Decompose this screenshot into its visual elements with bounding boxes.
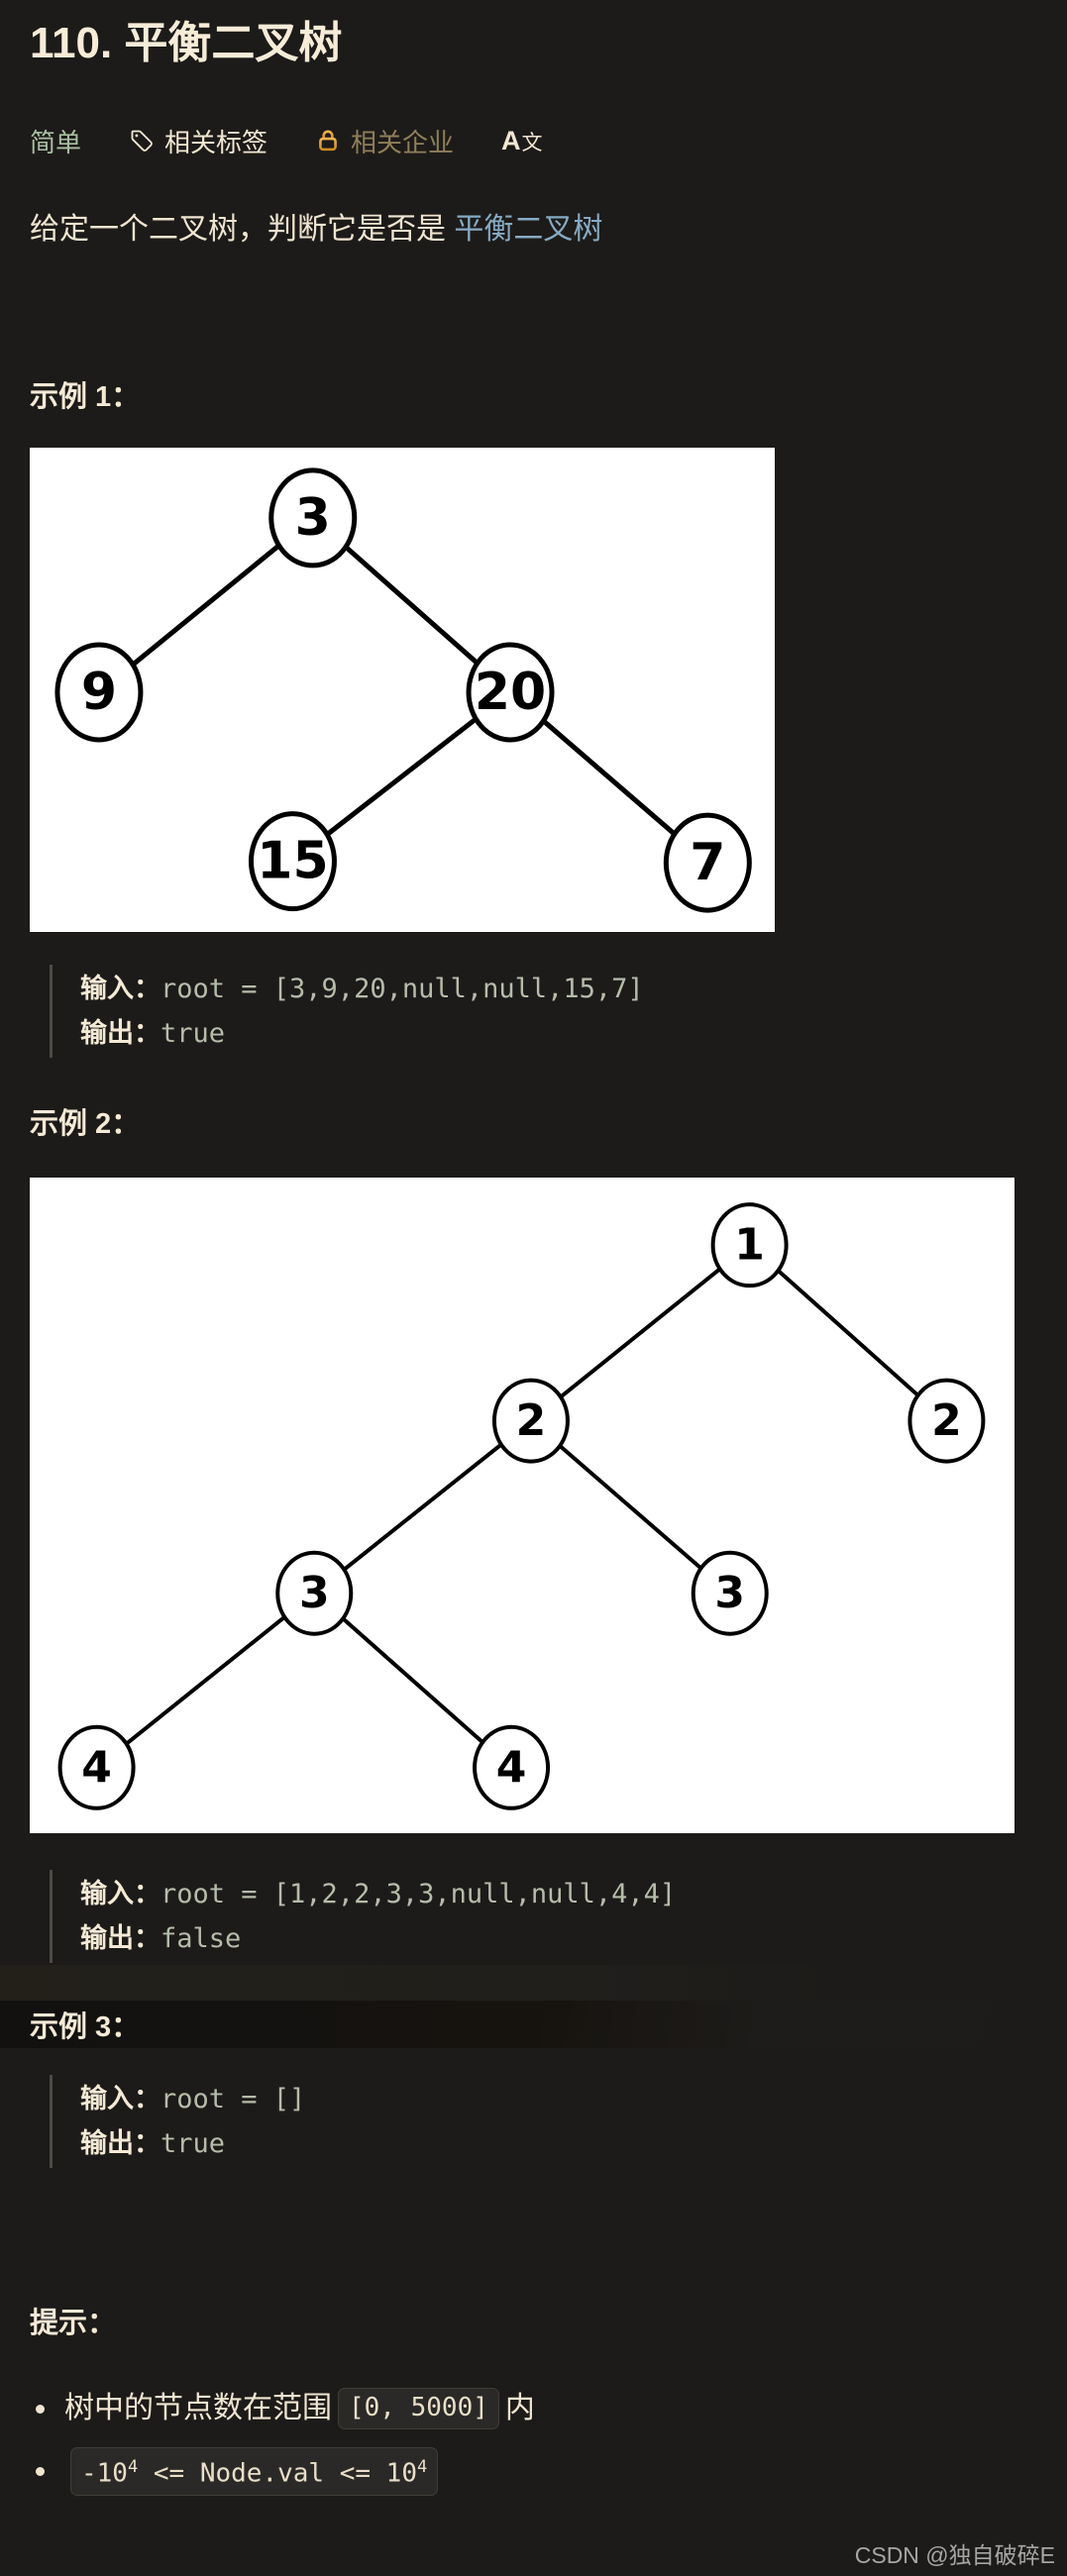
example-2-output-line: 输出：false (80, 1916, 1067, 1961)
example-1-tree-svg: 3 9 20 15 7 (54, 467, 752, 913)
bullet-dot (36, 2404, 45, 2414)
tree-node-label: 9 (81, 663, 117, 722)
constraint-node-count: 树中的节点数在范围 [0, 5000] 内 (36, 2386, 1067, 2431)
example-2-tree-svg: 1 2 2 3 3 4 4 (57, 1202, 986, 1810)
page-title: 110. 平衡二叉树 (30, 19, 343, 67)
tree-node-label: 4 (81, 1742, 112, 1793)
input-label: 输入： (80, 974, 160, 1003)
output-value: true (160, 2128, 226, 2159)
example-3-input-line: 输入：root = [] (80, 2077, 1067, 2121)
tree-node-3: 3 (268, 467, 358, 568)
output-value: false (160, 1923, 242, 1954)
tree-node-label: 3 (295, 488, 331, 548)
csdn-watermark: CSDN @独自破碎E (854, 2542, 1055, 2568)
tree-node-20: 20 (466, 642, 555, 743)
related-companies-button[interactable]: 相关企业 (315, 123, 454, 159)
translate-toggle[interactable]: A文 (501, 126, 543, 156)
example-3-io-block: 输入：root = [] 输出：true (50, 2075, 1067, 2168)
input-value: root = [] (160, 2084, 306, 2114)
badge-row: 简单 相关标签 相关企业 A文 (30, 123, 1067, 159)
tree-node-label: 15 (257, 832, 328, 891)
tree-node-label: 7 (690, 833, 725, 892)
tree-node-label: 3 (714, 1568, 745, 1618)
input-label: 输入： (80, 2084, 160, 2113)
constraint-node-value: -104 <= Node.val <= 104 (36, 2447, 1067, 2496)
constraint-code-range: [0, 5000] (338, 2388, 499, 2429)
tree-node-3: 3 (691, 1550, 769, 1636)
tree-node-label: 20 (475, 663, 546, 722)
hints-heading: 提示： (30, 2308, 117, 2339)
tree-edge (313, 1419, 533, 1596)
tree-node-label: 1 (734, 1220, 765, 1271)
constraint-text: 树中的节点数在范围 (64, 2392, 332, 2424)
example-2-heading: 示例 2： (30, 1108, 141, 1140)
tree-node-7: 7 (663, 812, 752, 913)
tree-node-label: 2 (516, 1395, 547, 1446)
output-label: 输出： (80, 1923, 160, 1953)
tree-edge (312, 1592, 513, 1770)
description-text: 给定一个二叉树，判断它是否是 (30, 213, 455, 246)
output-value: true (160, 1018, 226, 1049)
related-tags-label: 相关标签 (164, 127, 268, 157)
related-companies-label: 相关企业 (351, 127, 455, 157)
tree-edge (529, 1419, 732, 1596)
example-1-input-line: 输入：root = [3,9,20,null,null,15,7] (80, 967, 1067, 1011)
example-3-output-line: 输出：true (80, 2121, 1067, 2166)
tree-node-1: 1 (710, 1202, 789, 1288)
balanced-tree-link[interactable]: 平衡二叉树 (454, 213, 603, 246)
input-label: 输入： (80, 1879, 160, 1908)
example-3-heading: 示例 3： (30, 2011, 141, 2043)
example-2-io-block: 输入：root = [1,2,2,3,3,null,null,4,4] 输出：f… (50, 1870, 1067, 1963)
bullet-dot (36, 2466, 45, 2476)
example-2-input-line: 输入：root = [1,2,2,3,3,null,null,4,4] (80, 1872, 1067, 1916)
tree-node-2: 2 (907, 1378, 986, 1464)
example-3-heading-band: 示例 3： (0, 2001, 1067, 2048)
input-value: root = [3,9,20,null,null,15,7] (160, 974, 644, 1004)
constraints-list: 树中的节点数在范围 [0, 5000] 内 -104 <= Node.val <… (36, 2386, 1067, 2496)
screenshot-seam-strip (0, 1965, 1067, 2001)
tree-node-2: 2 (491, 1378, 570, 1464)
difficulty-badge[interactable]: 简单 (30, 127, 82, 157)
example-2-tree-image: 1 2 2 3 3 4 4 (30, 1178, 1014, 1833)
lock-icon (319, 130, 337, 152)
tree-node-label: 4 (496, 1742, 527, 1793)
tree-node-9: 9 (54, 642, 144, 743)
constraint-text: 内 (504, 2392, 535, 2424)
tree-edge (95, 1592, 316, 1770)
example-1-heading: 示例 1： (30, 381, 141, 413)
example-1-io-block: 输入：root = [3,9,20,null,null,15,7] 输出：tru… (50, 965, 1067, 1058)
input-value: root = [1,2,2,3,3,null,null,4,4] (160, 1879, 677, 1909)
tree-node-4: 4 (473, 1724, 551, 1810)
problem-description: 给定一个二叉树，判断它是否是 平衡二叉树 (30, 210, 1067, 250)
tree-edge (529, 1243, 751, 1423)
output-label: 输出： (80, 2128, 160, 2158)
tree-node-label: 3 (299, 1568, 330, 1618)
constraint-code-value: -104 <= Node.val <= 104 (70, 2447, 439, 2496)
example-1-output-line: 输出：true (80, 1011, 1067, 1056)
output-label: 输出： (80, 1018, 160, 1048)
tree-node-3: 3 (275, 1550, 354, 1636)
tree-node-15: 15 (248, 811, 337, 912)
tree-edge (748, 1243, 948, 1423)
tree-node-4: 4 (57, 1724, 136, 1810)
tree-node-label: 2 (931, 1395, 962, 1446)
related-tags-button[interactable]: 相关标签 (129, 123, 267, 159)
tag-icon (131, 130, 153, 152)
example-1-tree-image: 3 9 20 15 7 (30, 448, 775, 932)
translate-icon: A文 (501, 125, 543, 155)
